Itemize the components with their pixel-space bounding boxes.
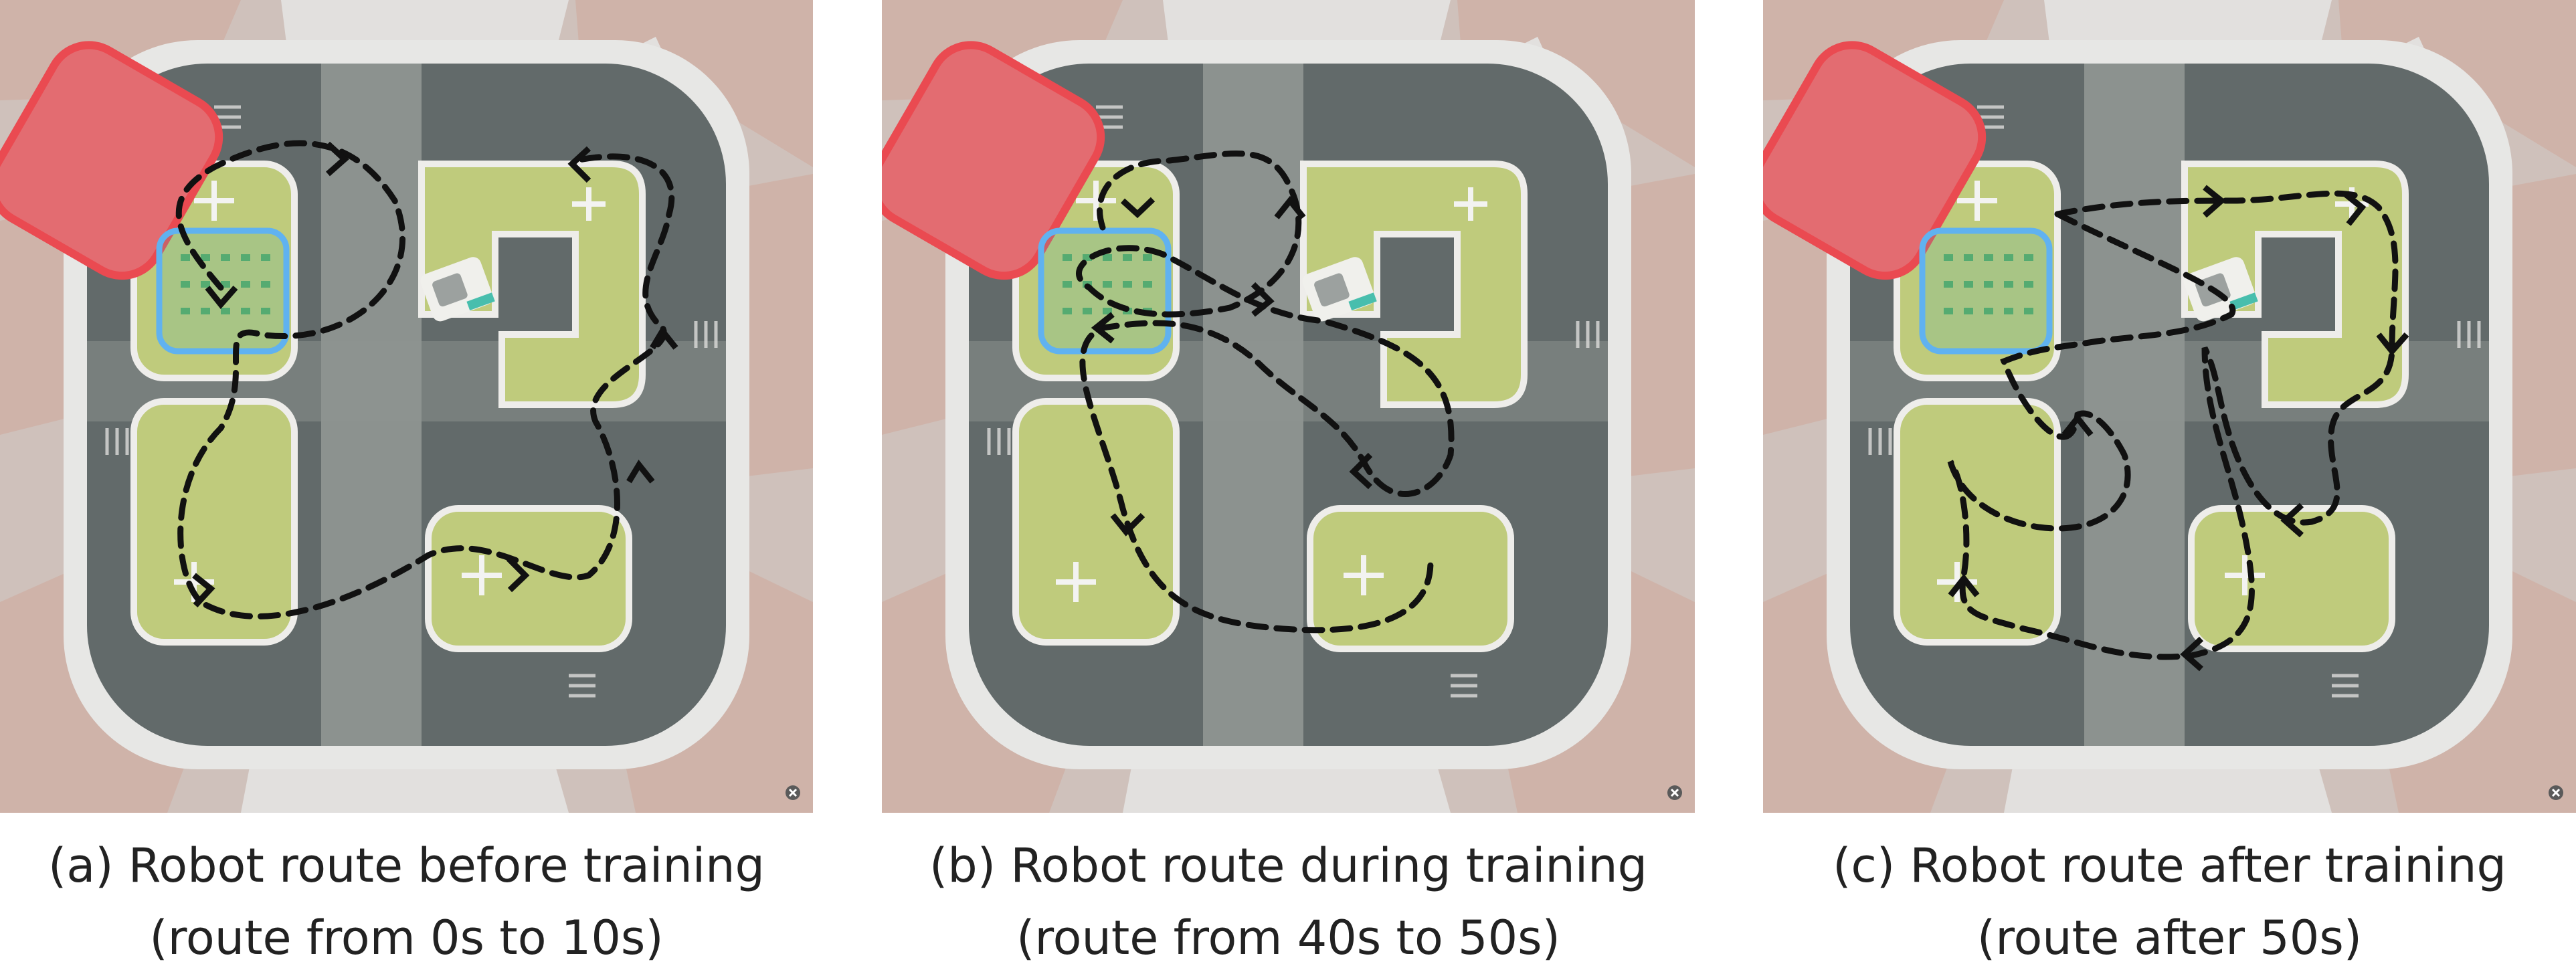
- robot-route-b: [1076, 151, 1455, 634]
- caption-a-line1: (a) Robot route before training: [48, 838, 765, 893]
- caption-c-line2: (route after 50s): [1976, 910, 2363, 965]
- caption-a: (a) Robot route before training (route f…: [0, 830, 813, 974]
- panel-c: (c) Robot route after training (route af…: [1763, 0, 2576, 970]
- caption-a-line2: (route from 0s to 10s): [149, 910, 664, 965]
- caption-b-line1: (b) Robot route during training: [929, 838, 1648, 893]
- caption-c: (c) Robot route after training (route af…: [1763, 830, 2576, 974]
- close-circle-icon[interactable]: [1666, 784, 1683, 801]
- close-circle-icon[interactable]: [2547, 784, 2565, 801]
- arena-photo-b: [882, 0, 1695, 813]
- caption-b-line2: (route from 40s to 50s): [1016, 910, 1560, 965]
- arena-photo-a: [0, 0, 813, 813]
- panel-a: (a) Robot route before training (route f…: [0, 0, 813, 970]
- arena-photo-c: [1763, 0, 2576, 813]
- caption-c-line1: (c) Robot route after training: [1833, 838, 2506, 893]
- caption-b: (b) Robot route during training (route f…: [882, 830, 1695, 974]
- close-circle-icon[interactable]: [784, 784, 802, 801]
- panel-b: (b) Robot route during training (route f…: [882, 0, 1695, 970]
